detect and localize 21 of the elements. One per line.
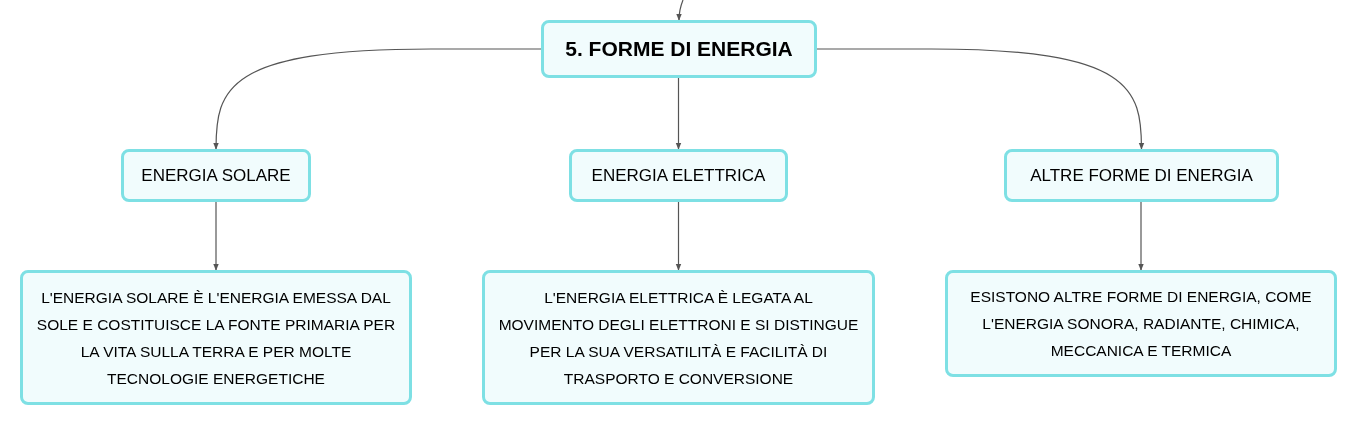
arrow xyxy=(213,201,219,271)
box-text: L'ENERGIA SOLARE È L'ENERGIA EMESSA DAL SOLE E COSTITUISCE LA FONTE PRIMARIA PER LA VITA SULLA TERRA E PER MOLTE TECNOLOGIE ENERGETICHE xyxy=(35,287,397,389)
topic-box xyxy=(541,20,817,78)
arrow xyxy=(816,48,1145,150)
box-text: ESISTONO ALTRE FORME DI ENERGIA, COME L'ENERGIA SONORA, RADIANTE, CHIMICA, MECCANICA E TERMICA xyxy=(969,287,1313,361)
box-text: ENERGIA SOLARE xyxy=(141,164,291,187)
arrow xyxy=(676,0,684,21)
description-box xyxy=(945,270,1337,377)
box-text: ALTRE FORME DI ENERGIA xyxy=(1030,164,1253,187)
description-box xyxy=(482,270,875,405)
arrow xyxy=(213,48,542,150)
topic-title: 5. FORME DI ENERGIA xyxy=(565,35,793,62)
subtopic-box xyxy=(1004,149,1279,202)
arrow xyxy=(1138,201,1144,271)
description-box xyxy=(20,270,412,405)
box-text: L'ENERGIA ELETTRICA È LEGATA AL MOVIMENTO DEGLI ELETTRONI E SI DISTINGUE PER LA SUA VERSATILITÀ E FACILITÀ DI TRASPORTO E CONVERSIONE xyxy=(497,287,860,389)
arrow xyxy=(675,77,682,150)
arrow xyxy=(675,201,682,271)
subtopic-box xyxy=(569,149,788,202)
box-text: ENERGIA ELETTRICA xyxy=(591,164,766,187)
subtopic-box xyxy=(121,149,311,202)
